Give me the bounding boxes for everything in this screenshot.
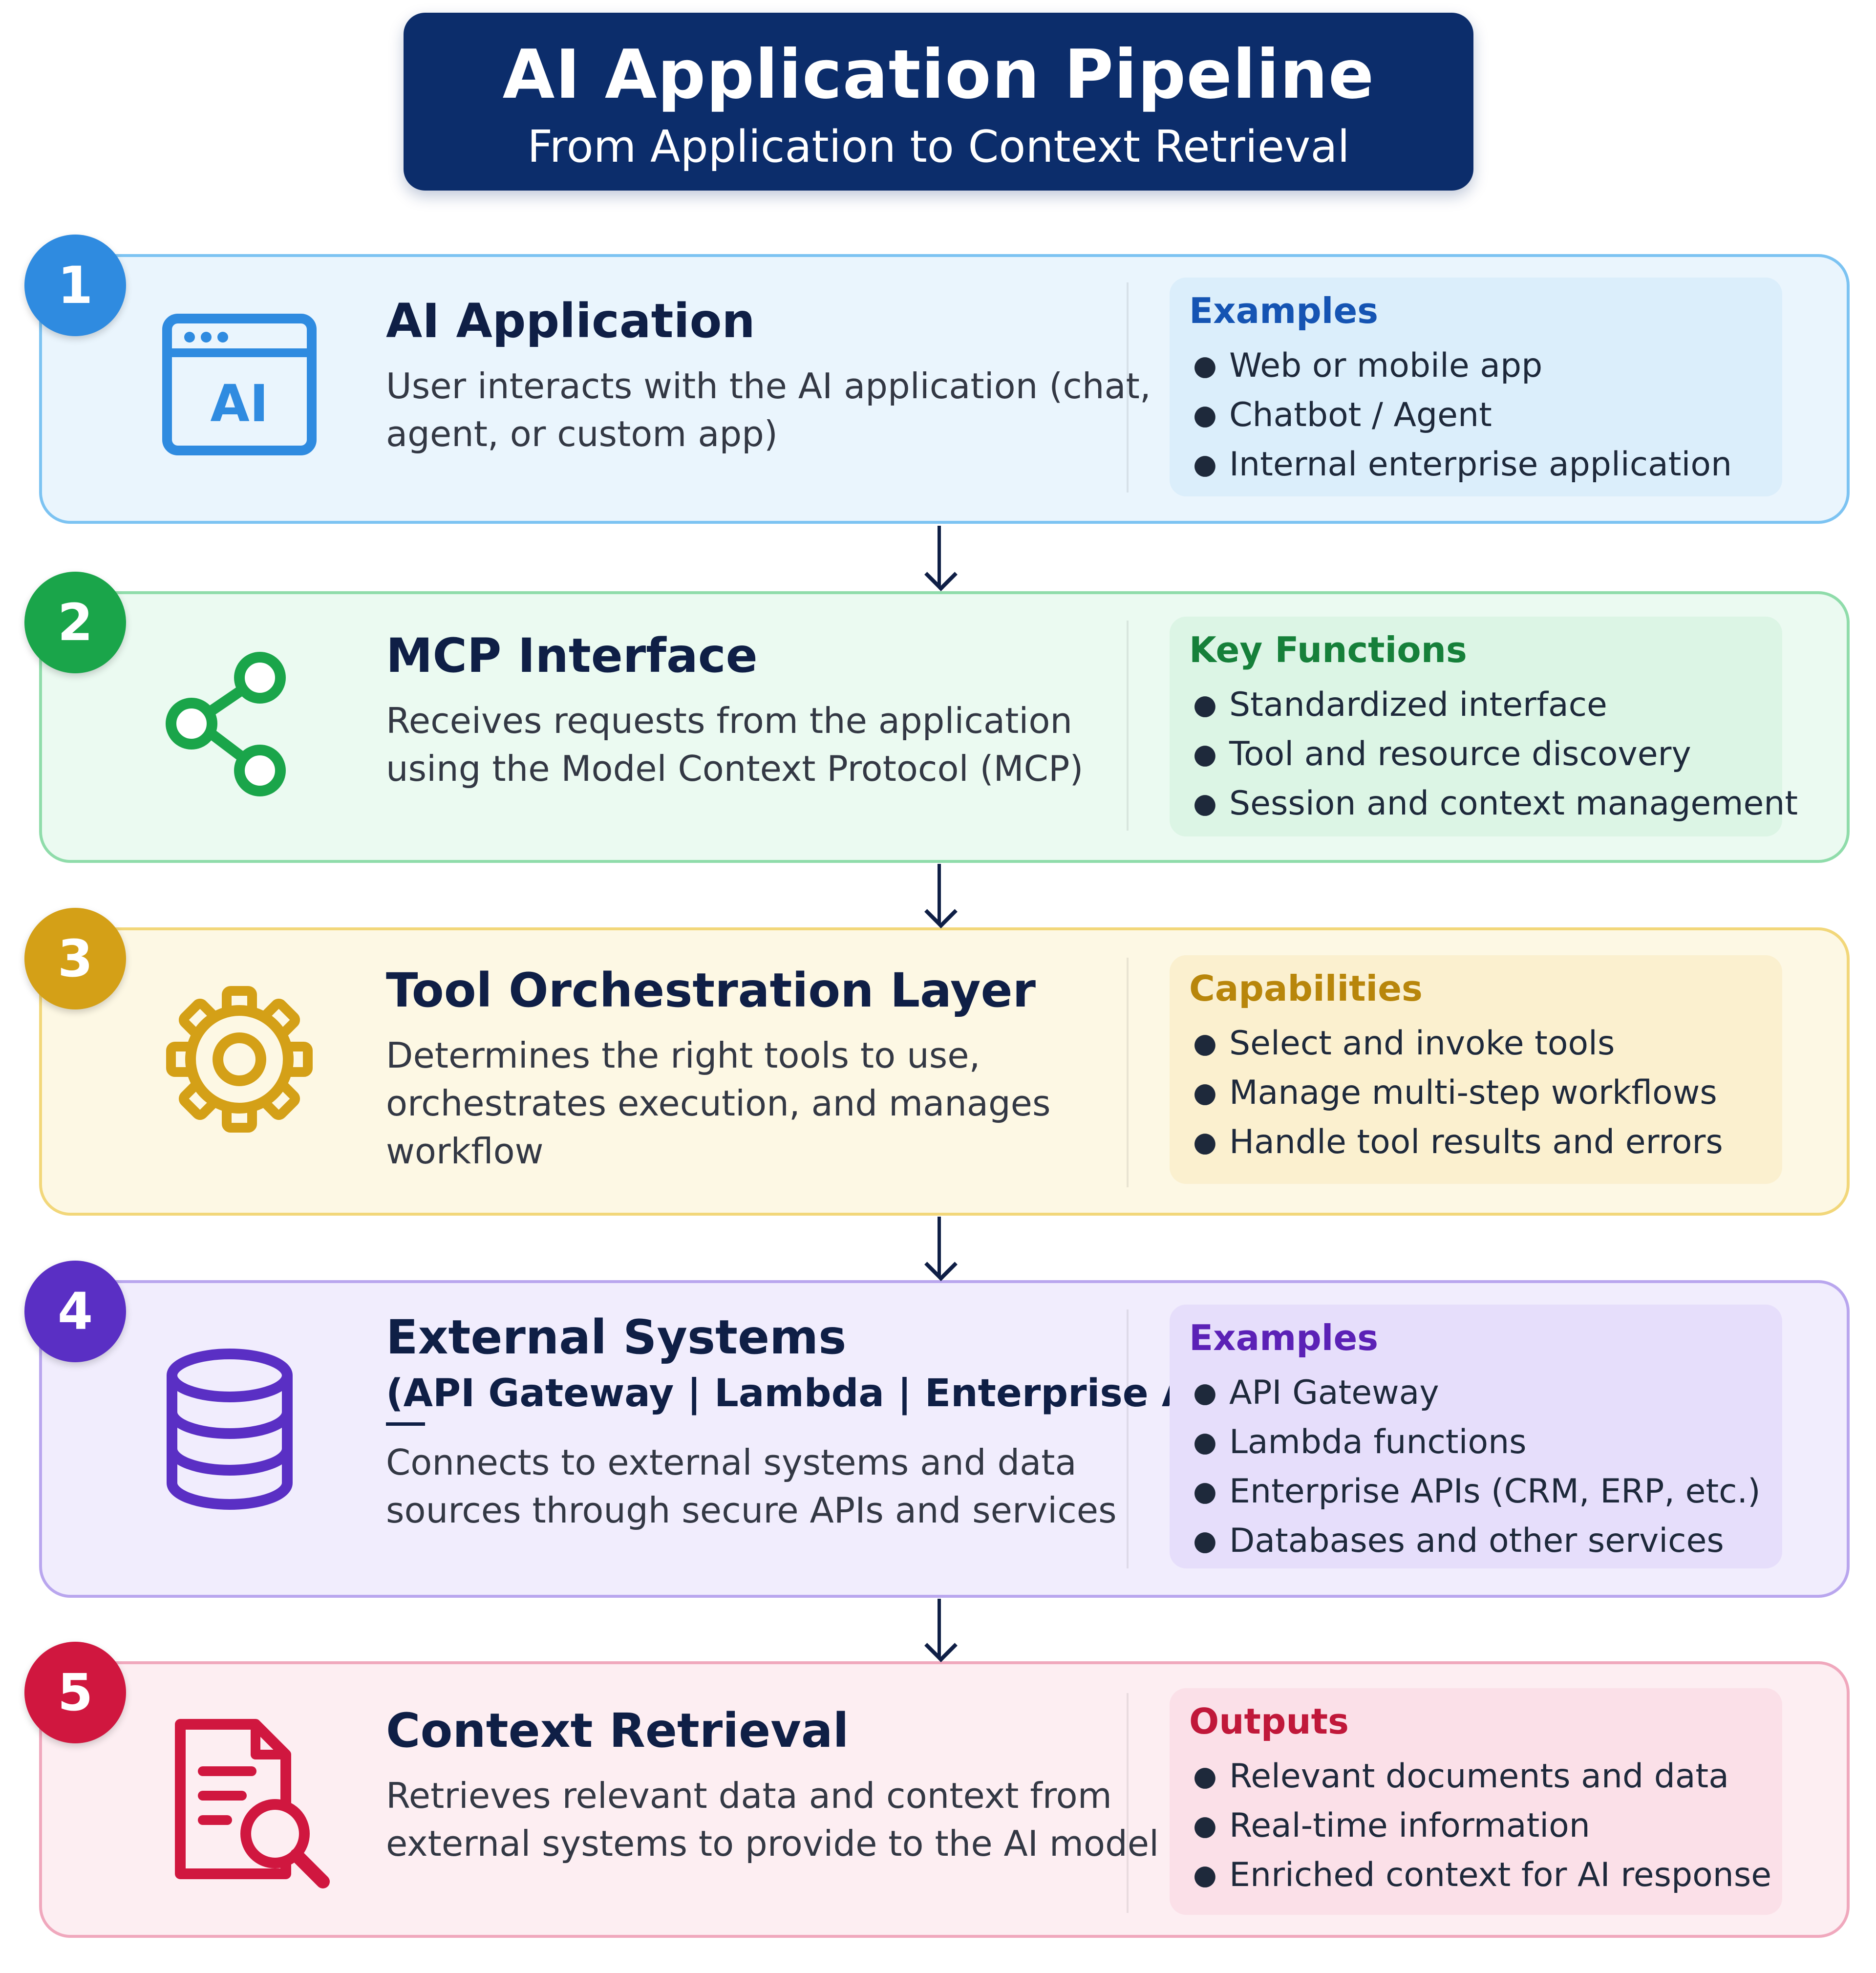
step-description: User interacts with the AI application (…	[386, 365, 1151, 455]
side-panel-item: ●Manage multi-step workflows	[1189, 1068, 1782, 1117]
down-arrow-icon	[924, 864, 958, 928]
side-panel-item: ●Databases and other services	[1189, 1516, 1782, 1566]
subtitle-rule	[386, 1422, 425, 1426]
share-nodes-icon	[161, 643, 298, 804]
side-panel-title: Outputs	[1189, 1701, 1349, 1742]
bullet-icon: ●	[1193, 689, 1217, 721]
step-side-panel: Key Functions ●Standardized interface●Too…	[1170, 617, 1798, 836]
step-main-text: External Systems (API Gateway | Lambda | …	[386, 1309, 1274, 1534]
step-title: Tool Orchestration Layer	[386, 963, 1036, 1018]
page-title: AI Application Pipeline	[502, 35, 1375, 114]
step-number-badge: 2	[24, 572, 126, 673]
bullet-icon: ●	[1193, 449, 1217, 480]
header-banner: AI Application Pipeline From Application…	[404, 13, 1473, 191]
bullet-icon: ●	[1193, 1077, 1217, 1109]
document-search-icon	[169, 1713, 335, 1888]
bullet-icon: ●	[1193, 399, 1217, 431]
step-subtitle: (API Gateway | Lambda | Enterprise APIs)	[386, 1372, 1274, 1416]
side-panel-item: ●API Gateway	[1189, 1368, 1782, 1417]
side-panel-item: ●Enriched context for AI response	[1189, 1850, 1782, 1900]
bullet-icon: ●	[1193, 1525, 1217, 1557]
side-panel-item: ●Enterprise APIs (CRM, ERP, etc.)	[1189, 1467, 1782, 1516]
step-title: Context Retrieval	[386, 1703, 849, 1758]
column-divider	[1127, 621, 1129, 831]
column-divider	[1127, 1309, 1129, 1568]
down-arrow-icon	[924, 1599, 958, 1662]
column-divider	[1127, 958, 1129, 1187]
step-side-panel: Examples ●API Gateway●Lambda functions●En…	[1170, 1305, 1782, 1568]
bullet-icon: ●	[1193, 1126, 1217, 1158]
bullet-icon: ●	[1193, 1810, 1217, 1842]
side-panel-item: ●Real-time information	[1189, 1801, 1782, 1850]
side-panel-item: ●Standardized interface	[1189, 680, 1782, 729]
side-panel-item: ●Relevant documents and data	[1189, 1752, 1782, 1801]
side-panel-item: ●Tool and resource discovery	[1189, 729, 1782, 779]
side-panel-title: Key Functions	[1189, 629, 1467, 670]
down-arrow-icon	[924, 526, 958, 591]
side-panel-item: ●Session and context management	[1189, 779, 1798, 828]
step-title: MCP Interface	[386, 628, 758, 683]
svg-text:AI: AI	[210, 374, 268, 433]
step-number-badge: 1	[24, 235, 126, 336]
side-panel-item: ●Select and invoke tools	[1189, 1019, 1782, 1068]
side-panel-item: ●Internal enterprise application	[1189, 440, 1782, 489]
step-side-panel: Examples ●Web or mobile app●Chatbot / Age…	[1170, 278, 1782, 496]
bullet-icon: ●	[1193, 1426, 1217, 1458]
column-divider	[1127, 282, 1129, 493]
step-description: Determines the right tools to use, orche…	[386, 1035, 1051, 1172]
step-number-badge: 3	[24, 908, 126, 1009]
side-panel-item: ●Handle tool results and errors	[1189, 1117, 1782, 1167]
step-number-badge: 4	[24, 1261, 126, 1362]
step-side-panel: Outputs ●Relevant documents and data●Real…	[1170, 1688, 1782, 1915]
step-side-panel: Capabilities ●Select and invoke tools●Man…	[1170, 955, 1782, 1184]
bullet-icon: ●	[1193, 738, 1217, 770]
side-panel-title: Examples	[1189, 290, 1379, 331]
step-description: Receives requests from the application u…	[386, 700, 1084, 790]
gear-icon	[161, 981, 318, 1137]
database-icon	[161, 1346, 298, 1512]
step-title: AI Application	[386, 294, 755, 348]
bullet-icon: ●	[1193, 1760, 1217, 1792]
side-panel-item: ●Chatbot / Agent	[1189, 390, 1782, 440]
bullet-icon: ●	[1193, 1859, 1217, 1891]
step-description: Retrieves relevant data and context from…	[386, 1775, 1159, 1865]
side-panel-title: Examples	[1189, 1317, 1379, 1358]
page-subtitle: From Application to Context Retrieval	[527, 121, 1350, 172]
down-arrow-icon	[924, 1217, 958, 1281]
bullet-icon: ●	[1193, 1028, 1217, 1059]
column-divider	[1127, 1693, 1129, 1913]
bullet-icon: ●	[1193, 788, 1217, 819]
step-number-badge: 5	[24, 1642, 126, 1743]
bullet-icon: ●	[1193, 1476, 1217, 1507]
side-panel-item: ●Web or mobile app	[1189, 341, 1782, 390]
side-panel-item: ●Lambda functions	[1189, 1417, 1782, 1467]
step-title: External Systems	[386, 1310, 847, 1365]
step-description: Connects to external systems and data so…	[386, 1442, 1117, 1531]
side-panel-title: Capabilities	[1189, 968, 1423, 1009]
bullet-icon: ●	[1193, 1377, 1217, 1409]
ai-app-window-icon: AI	[161, 313, 318, 459]
bullet-icon: ●	[1193, 350, 1217, 382]
